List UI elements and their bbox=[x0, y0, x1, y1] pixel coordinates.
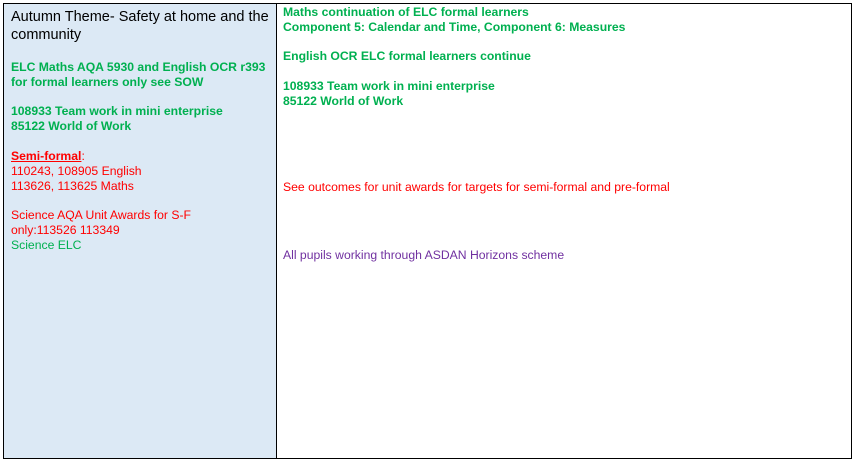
semi-formal-label: Semi-formal bbox=[11, 149, 82, 163]
right-world-of-work-line: 85122 World of Work bbox=[283, 94, 404, 108]
maths-components-line: Component 5: Calendar and Time, Componen… bbox=[283, 20, 626, 34]
semi-formal-maths: 113626, 113625 Maths bbox=[11, 179, 134, 193]
teamwork-line: 108933 Team work in mini enterprise bbox=[11, 104, 223, 118]
outcomes-line: See outcomes for unit awards for targets… bbox=[283, 180, 670, 194]
asdan-line: All pupils working through ASDAN Horizon… bbox=[283, 248, 565, 262]
curriculum-table: Autumn Theme- Safety at home and the com… bbox=[3, 3, 852, 459]
science-elc-line: Science ELC bbox=[11, 238, 82, 252]
science-unit-codes-line: only:113526 113349 bbox=[11, 223, 120, 237]
right-teamwork-line: 108933 Team work in mini enterprise bbox=[283, 79, 495, 93]
semi-formal-colon: : bbox=[81, 149, 85, 163]
semi-formal-english: 110243, 108905 English bbox=[11, 164, 142, 178]
semi-formal-heading: Semi-formal: bbox=[11, 149, 270, 164]
theme-title: Autumn Theme- Safety at home and the com… bbox=[11, 9, 269, 43]
theme-cell: Autumn Theme- Safety at home and the com… bbox=[4, 4, 277, 458]
elc-maths-english-line: ELC Maths AQA 5930 and English OCR r393 … bbox=[11, 60, 266, 89]
content-cell: Maths continuation of ELC formal learner… bbox=[277, 4, 851, 458]
maths-continuation-line: Maths continuation of ELC formal learner… bbox=[283, 5, 529, 19]
english-continue-line: English OCR ELC formal learners continue bbox=[283, 49, 531, 63]
science-unit-awards-line: Science AQA Unit Awards for S-F bbox=[11, 208, 191, 222]
world-of-work-line: 85122 World of Work bbox=[11, 119, 132, 133]
